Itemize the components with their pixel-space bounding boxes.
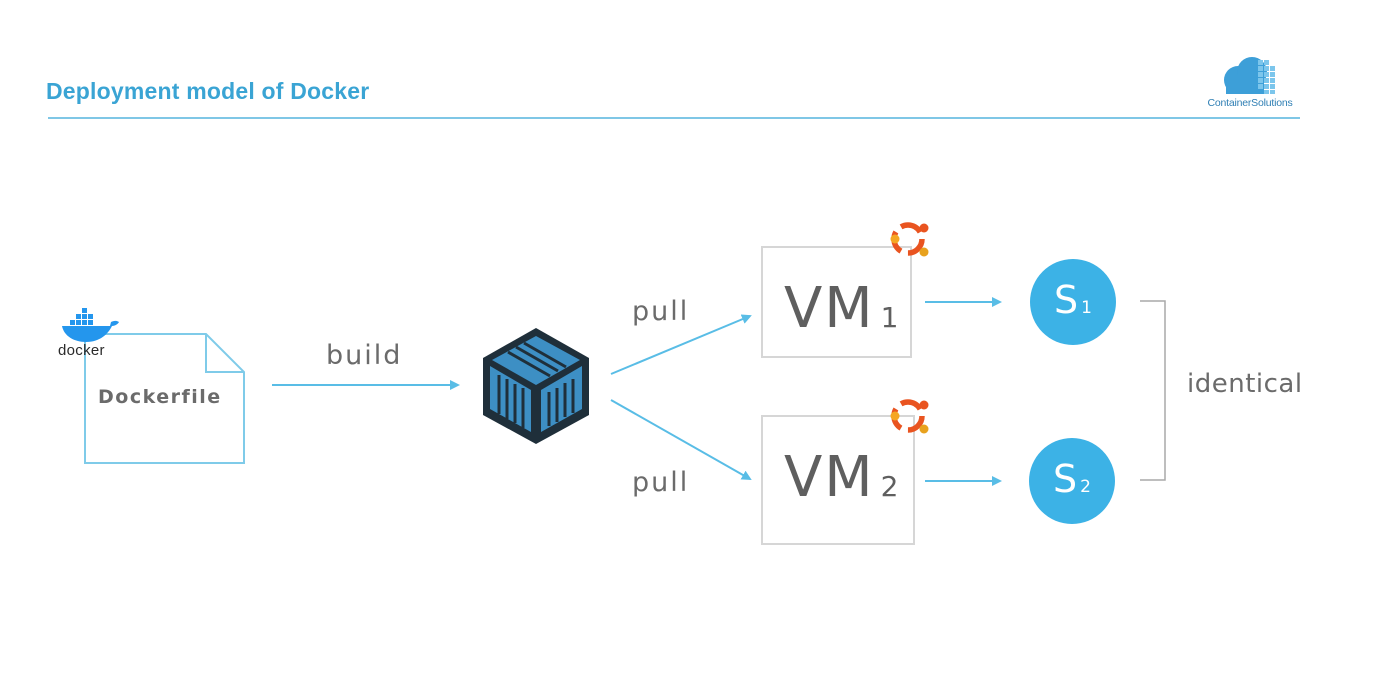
logo-text: ContainerSolutions — [1207, 97, 1293, 109]
slide-title: Deployment model of Docker — [46, 78, 370, 104]
identical-bracket — [1140, 300, 1166, 481]
pull-arrow-top — [610, 314, 752, 375]
pull-label-top: pull — [632, 296, 690, 327]
server-name: S — [1053, 457, 1078, 501]
ubuntu-icon — [890, 399, 929, 434]
dockerfile-label: Dockerfile — [98, 386, 222, 408]
docker-whale-icon — [62, 308, 119, 342]
server-index: 1 — [1081, 298, 1092, 318]
title-divider — [48, 117, 1300, 119]
server-index: 2 — [1080, 477, 1091, 497]
container-image-icon — [483, 328, 589, 444]
container-solutions-logo-icon — [1224, 57, 1275, 94]
vm-box-2 — [761, 415, 915, 545]
ubuntu-icon — [890, 222, 929, 257]
docker-brand-word: docker — [58, 342, 105, 359]
vm-box-1 — [761, 246, 912, 358]
identical-label: identical — [1187, 369, 1303, 399]
vm-name: VM — [784, 276, 875, 341]
server-name: S — [1054, 278, 1079, 322]
pull-label-bottom: pull — [632, 467, 690, 498]
vm-index: 1 — [880, 301, 899, 334]
pull-arrow-bottom — [610, 399, 752, 480]
vm-name: VM — [784, 445, 875, 510]
dockerfile-fold — [205, 334, 244, 373]
vm-index: 2 — [880, 470, 899, 503]
build-label: build — [326, 340, 403, 371]
dockerfile-document — [84, 333, 245, 464]
